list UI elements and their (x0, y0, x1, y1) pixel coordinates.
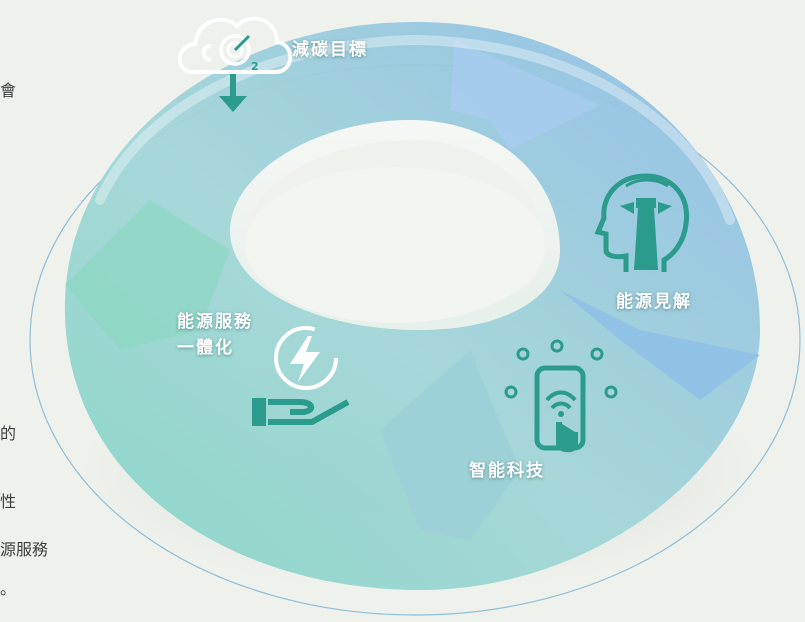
label-smart-tech: 智能科技 (469, 461, 545, 481)
side-text-4: 源服務 (0, 540, 49, 559)
label-energy-insight: 能源見解 (616, 292, 692, 312)
arrow-head-right (560, 290, 760, 400)
ring-hole (245, 167, 545, 323)
label-energy-service-line2: 一體化 (177, 338, 234, 358)
svg-text:2: 2 (251, 60, 259, 73)
hand-lightning-icon (252, 326, 350, 426)
cycle-ring (64, 21, 760, 590)
arrow-head-bottom (380, 350, 520, 540)
label-energy-service: 能源服務 (177, 312, 253, 332)
arrow-head-left (65, 200, 230, 350)
smartphone-wifi-icon (504, 339, 618, 453)
label-carbon-target: 減碳目標 (292, 40, 368, 60)
arrow-head-top-right (450, 40, 600, 150)
side-text-1: 會 (0, 81, 17, 100)
side-text-3: 性 (0, 492, 17, 511)
side-text-2: 的 (0, 424, 17, 443)
co2-target-cloud-icon: 2 (177, 16, 293, 112)
gloss-highlight (95, 34, 735, 225)
side-text-5: 。 (0, 579, 17, 598)
lighthouse-head-icon (594, 173, 690, 272)
